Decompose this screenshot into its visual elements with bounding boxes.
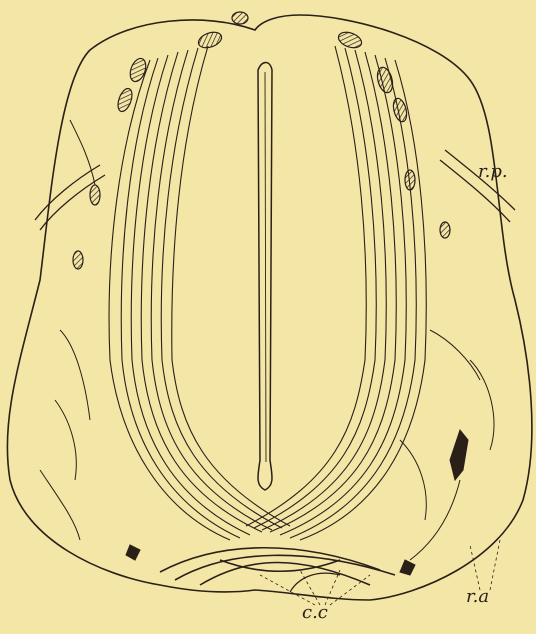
label-anterior-root: r.a [466, 588, 489, 606]
label-commissure: c.c [302, 604, 328, 622]
label-posterior-root: r.p. [478, 163, 508, 181]
ventral-notch [290, 573, 340, 592]
left-nerve-cells [73, 12, 248, 269]
left-fiber-bundle [109, 46, 290, 540]
anterior-root-pointers [470, 540, 500, 590]
commissure [160, 548, 395, 585]
